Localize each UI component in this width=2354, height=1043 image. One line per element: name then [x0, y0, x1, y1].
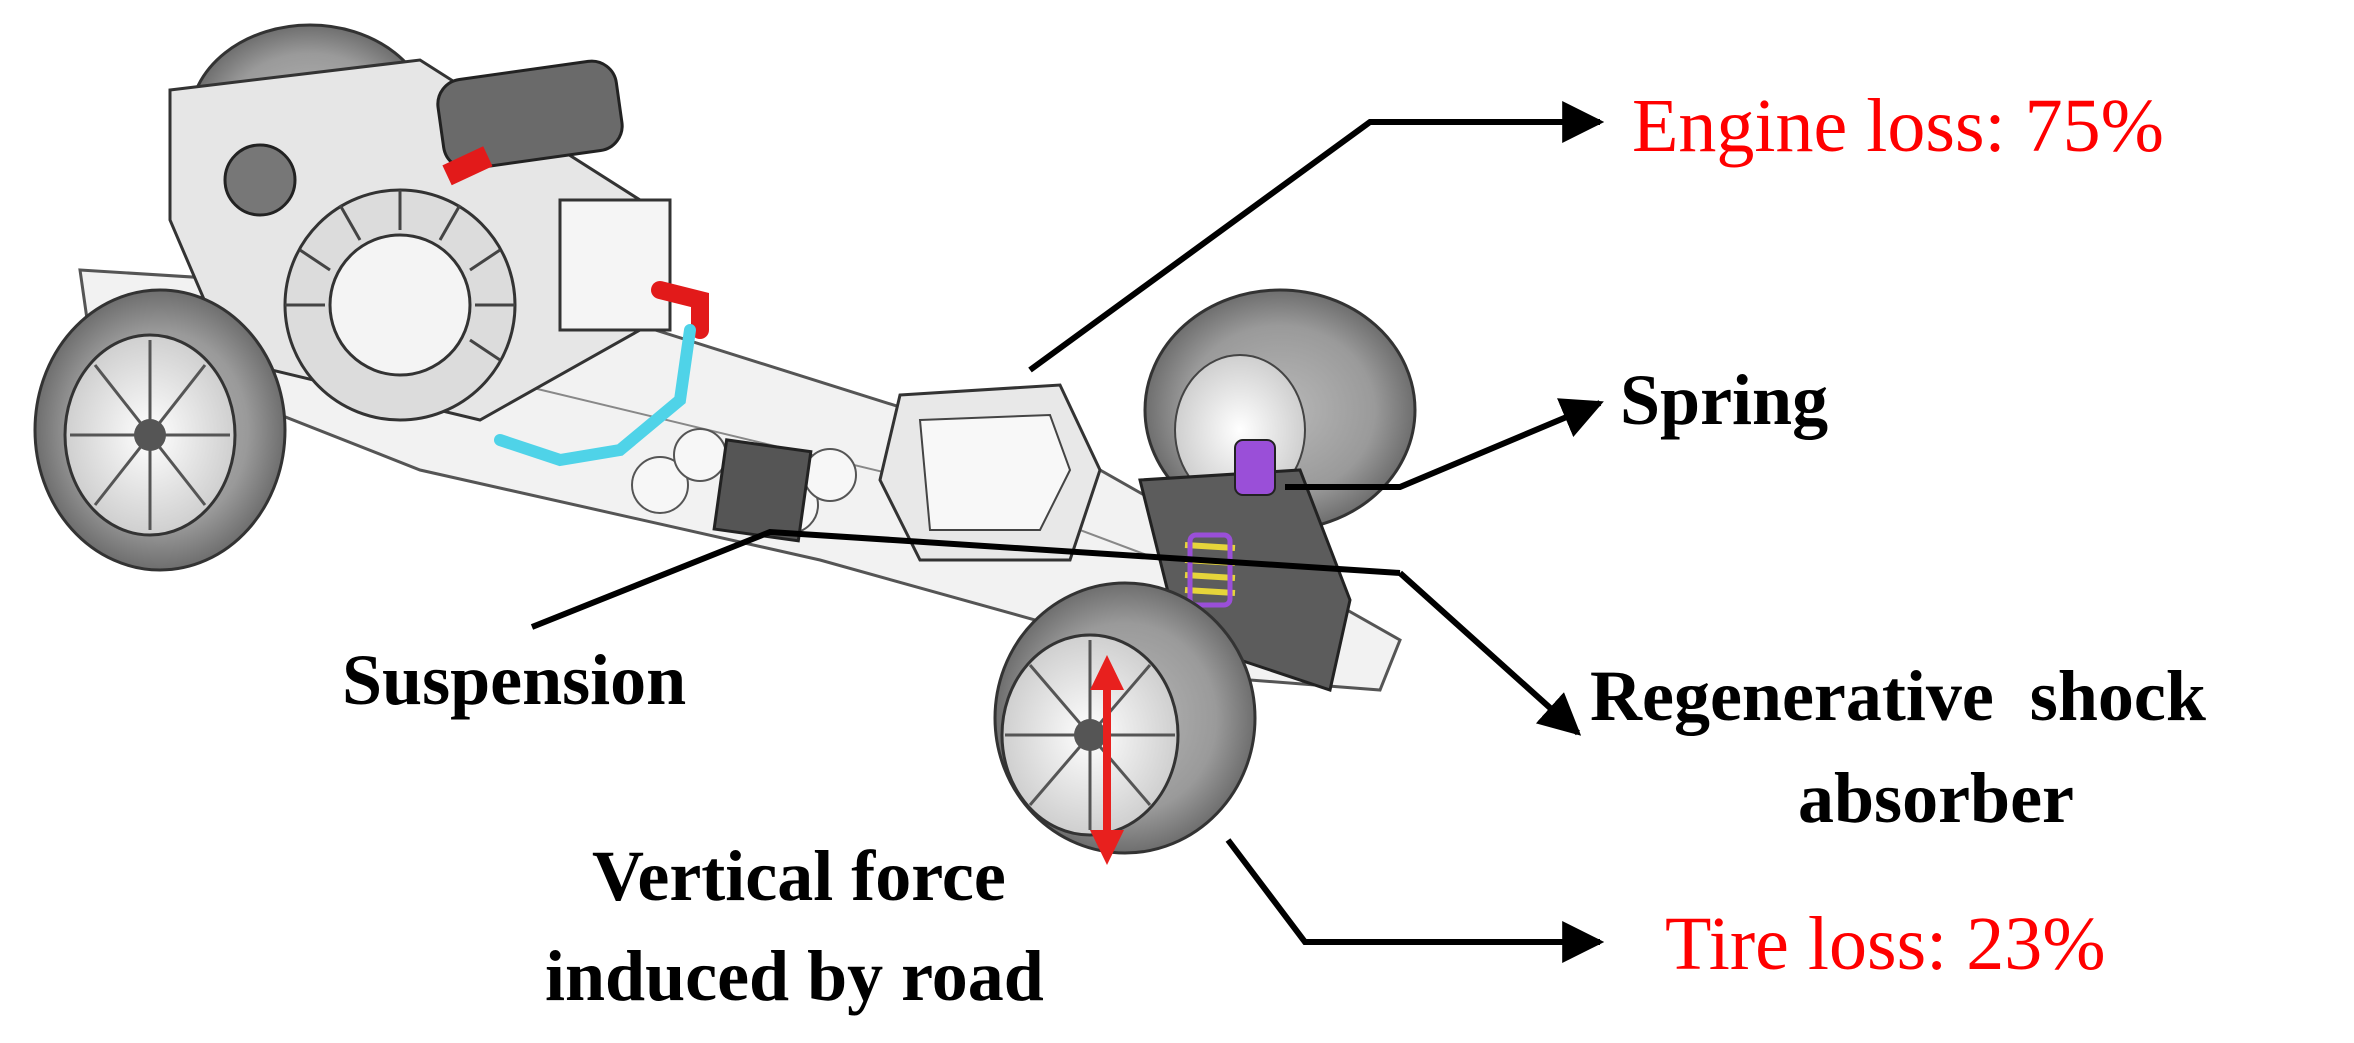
engine-loss-label: Engine loss: 75% — [1632, 84, 2164, 168]
tire-loss-label: Tire loss: 23% — [1665, 902, 2106, 986]
battery-box — [712, 438, 813, 543]
vertical-force-label-line2: induced by road — [545, 936, 1044, 1016]
wheel-front-left — [33, 288, 287, 572]
vertical-force-label-line1: Vertical force — [592, 836, 1006, 916]
engine-block — [168, 58, 709, 422]
regen-leader — [1397, 570, 1582, 736]
suspension-leader — [530, 528, 1401, 630]
wheel-rear-front — [993, 581, 1257, 855]
control-box — [878, 383, 1102, 562]
suspension-label: Suspension — [342, 640, 687, 720]
engine-loss-leader — [1028, 101, 1605, 373]
regenerative-shock-absorber-label-line2: absorber — [1798, 758, 2074, 838]
tire-loss-leader — [1225, 838, 1605, 963]
spring-label: Spring — [1620, 360, 1829, 440]
regenerative-shock-absorber-label-line1: Regenerative shock — [1590, 656, 2206, 736]
coolant-hose — [494, 324, 696, 467]
leader-lines — [530, 101, 1605, 963]
vertical-force-arrow — [1090, 655, 1124, 865]
spring-leader — [1285, 398, 1604, 490]
